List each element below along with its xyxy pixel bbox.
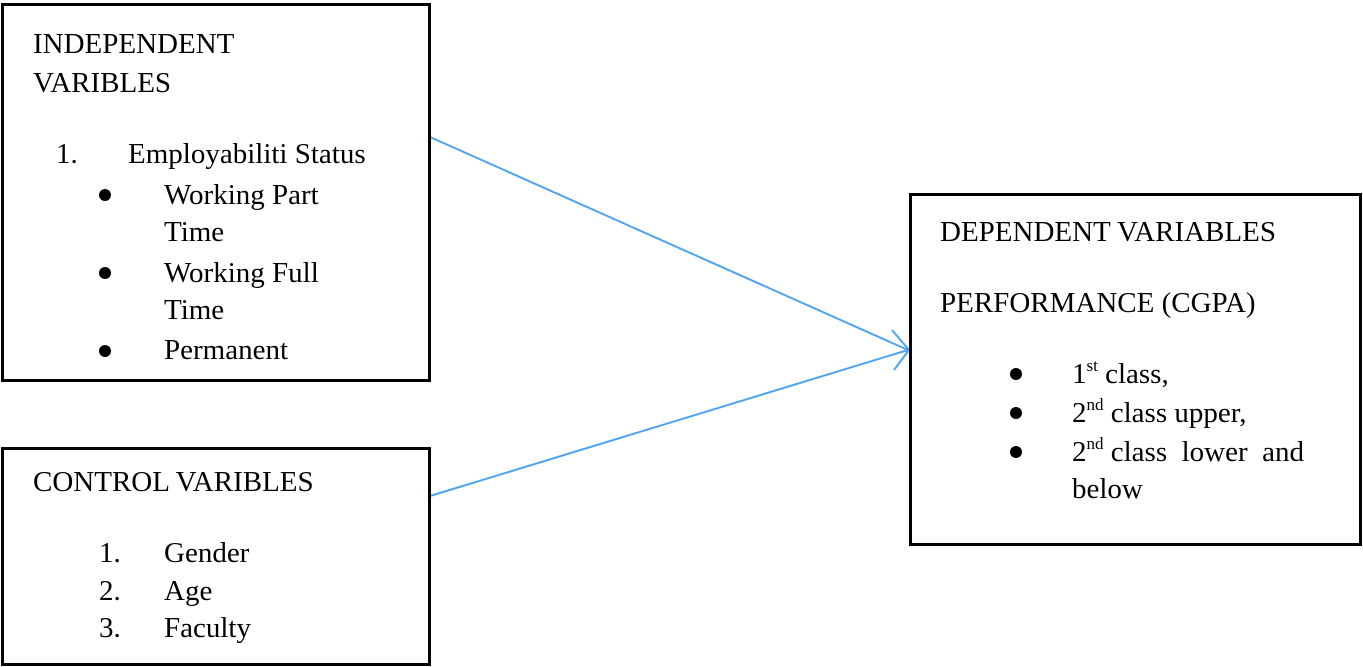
grade-second-lower-cont: below (1072, 473, 1143, 505)
dependent-title: DEPENDENT VARIABLES (940, 216, 1276, 248)
sub-item-working-part: Working Part (164, 179, 319, 211)
bullet-icon (99, 189, 111, 201)
independent-item-number: 1. (56, 138, 78, 170)
bullet-icon (99, 267, 111, 279)
arrow-independent-to-dependent (429, 136, 909, 351)
bullet-icon (1010, 368, 1022, 380)
dependent-variables-box: DEPENDENT VARIABLES PERFORMANCE (CGPA) 1… (909, 193, 1362, 546)
grade-second-upper: 2nd class upper, (1072, 395, 1247, 429)
sub-item-working-full-cont: Time (164, 294, 225, 326)
arrow-control-to-dependent (429, 349, 909, 497)
control-item-number: 1. (99, 537, 121, 569)
bullet-icon (99, 345, 111, 357)
sub-item-permanent: Permanent (164, 334, 289, 366)
independent-item-label: Employabiliti Status (128, 138, 366, 170)
control-title: CONTROL VARIBLES (33, 466, 314, 498)
control-item-gender: Gender (164, 537, 250, 569)
control-item-number: 3. (99, 612, 121, 644)
grade-second-lower: 2nd class lower and (1072, 434, 1305, 468)
control-item-faculty: Faculty (164, 612, 251, 644)
bullet-icon (1010, 446, 1022, 458)
sub-item-working-part-cont: Time (164, 216, 225, 248)
bullet-icon (1010, 407, 1022, 419)
grade-first-class: 1st class, (1072, 356, 1169, 390)
dependent-subtitle: PERFORMANCE (CGPA) (940, 287, 1256, 319)
independent-variables-box: INDEPENDENT VARIBLES 1. Employabiliti St… (1, 3, 431, 382)
independent-title-line2: VARIBLES (33, 67, 172, 99)
independent-title-line1: INDEPENDENT (33, 28, 235, 60)
control-item-age: Age (164, 575, 213, 607)
control-variables-box: CONTROL VARIBLES 1. Gender 2. Age 3. Fac… (1, 447, 431, 666)
control-item-number: 2. (99, 575, 121, 607)
sub-item-working-full: Working Full (164, 257, 319, 289)
